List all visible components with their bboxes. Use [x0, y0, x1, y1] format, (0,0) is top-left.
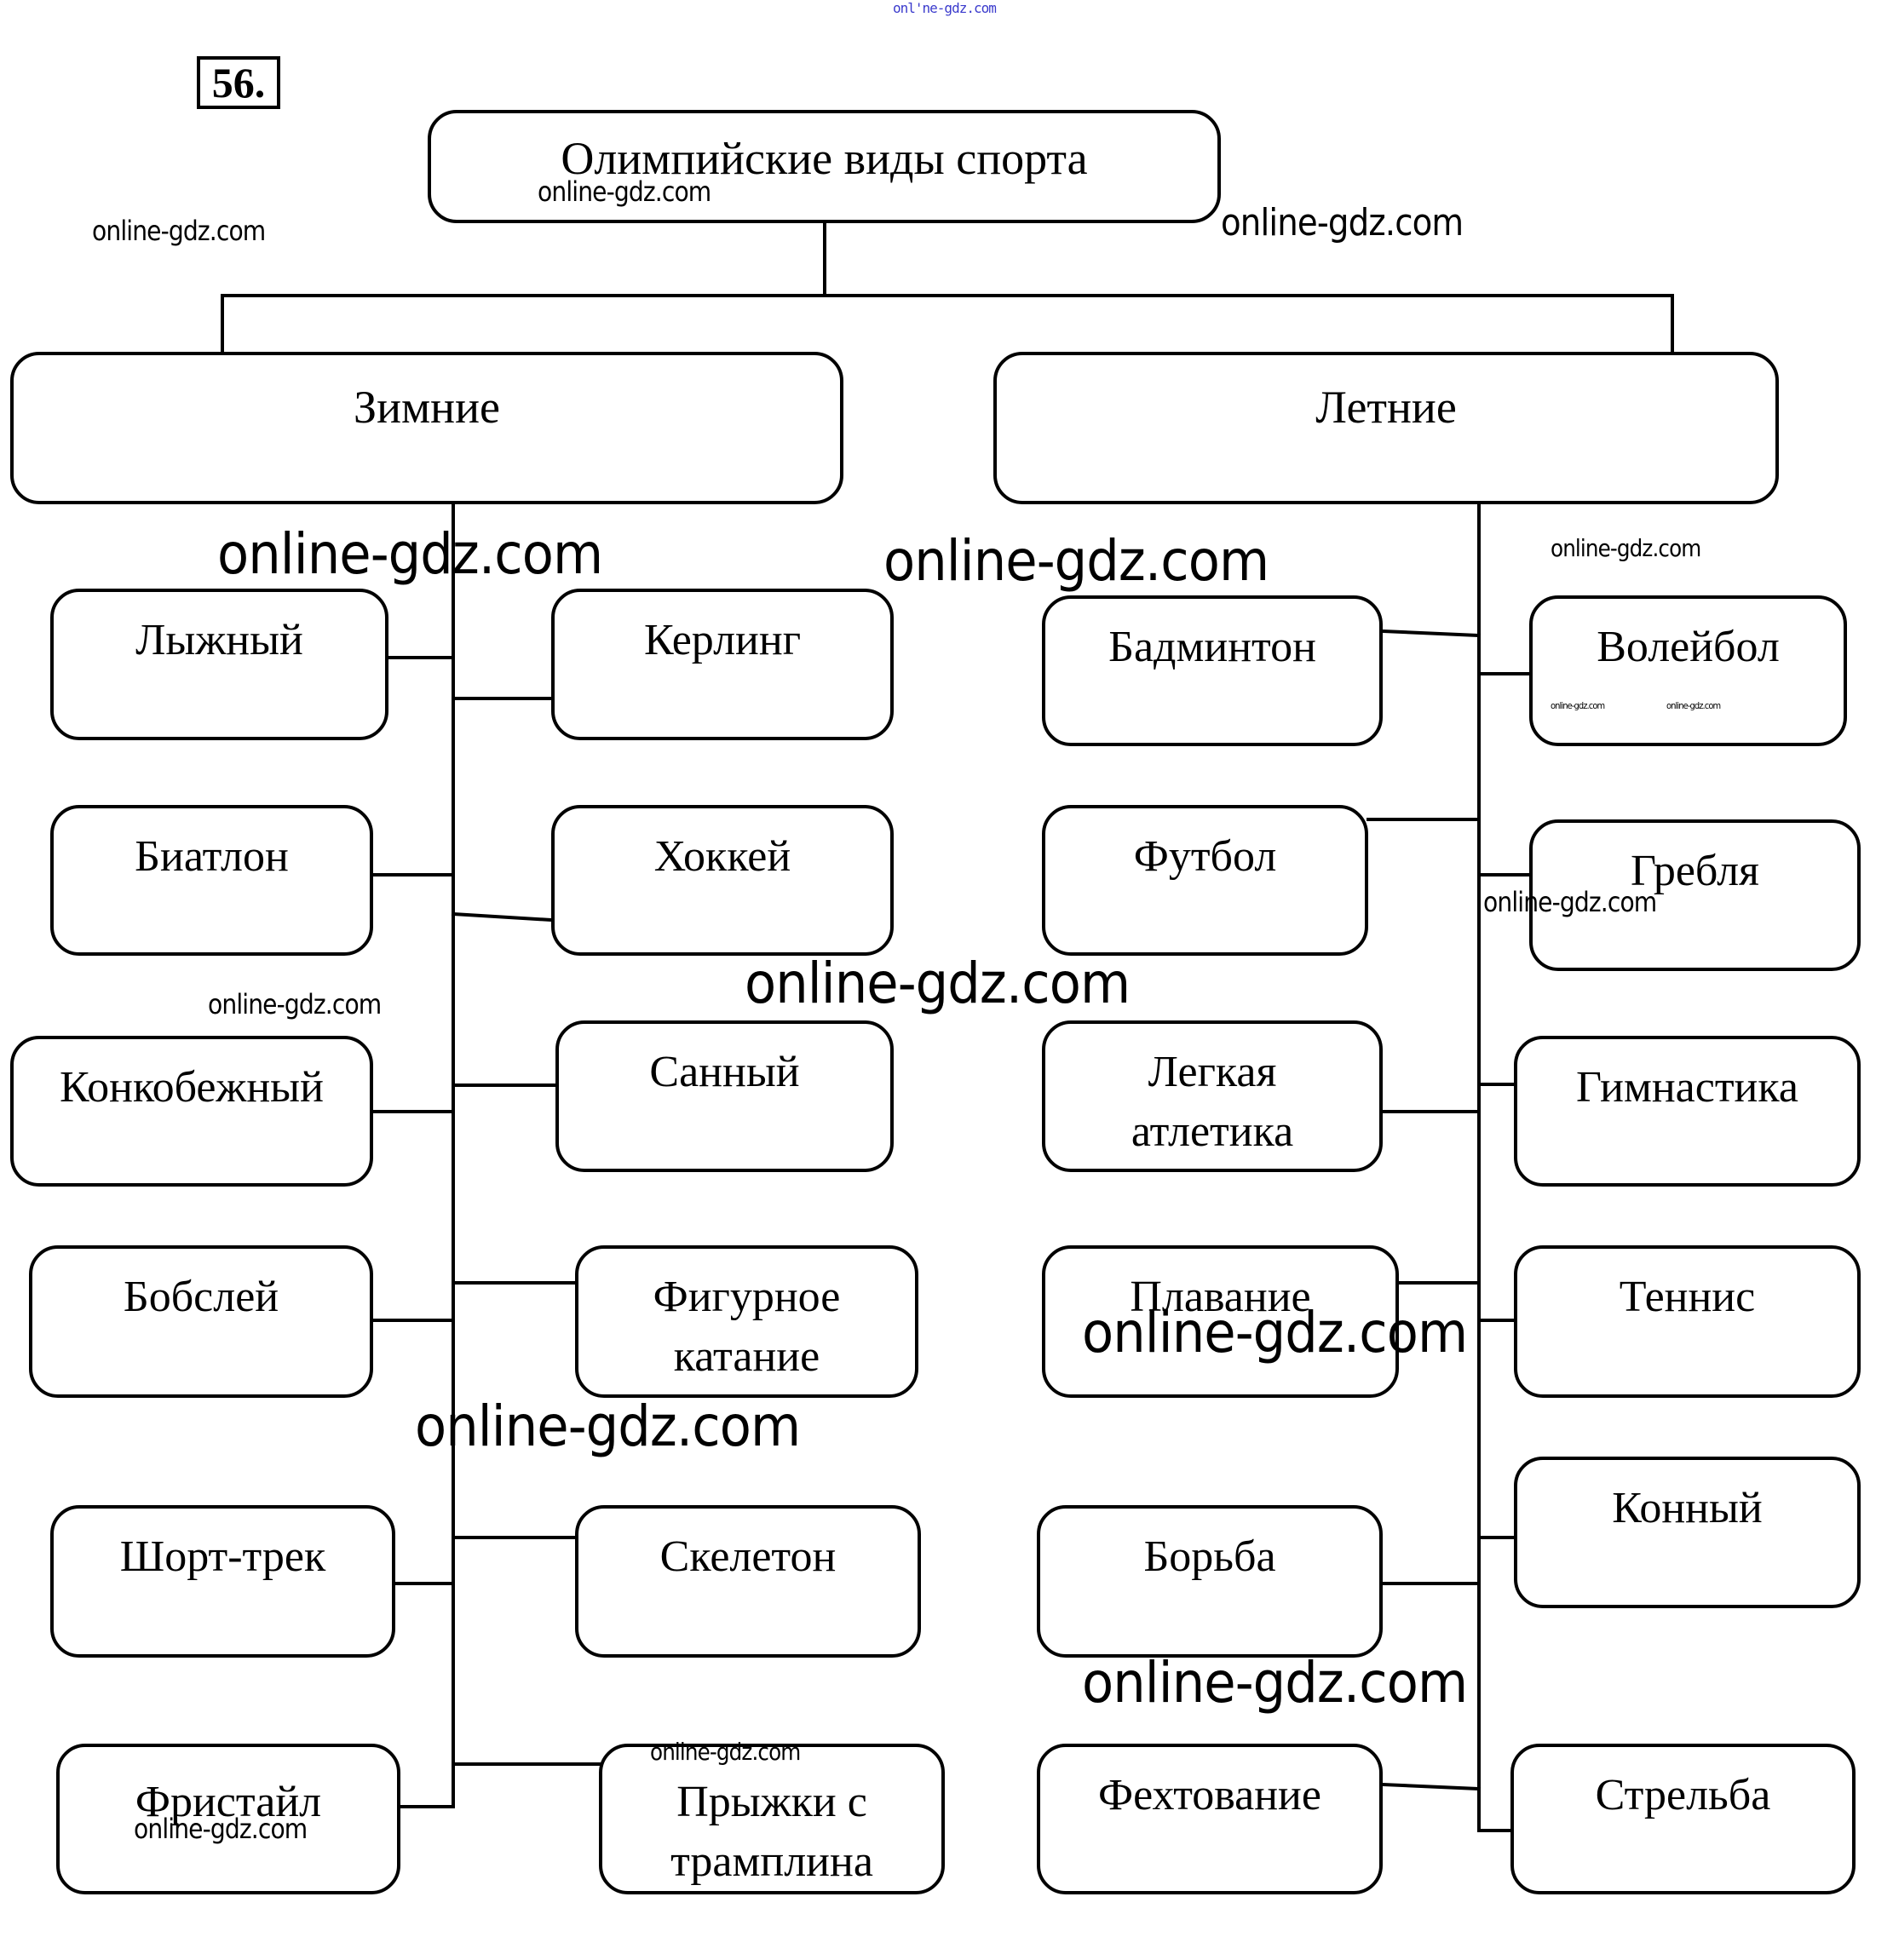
sport-node: Прыжки с трамплина	[599, 1744, 945, 1894]
sport-node: Биатлон	[50, 805, 373, 956]
sport-node: Фигурное катание	[575, 1245, 918, 1398]
sport-label: Легкая атлетика	[1131, 1048, 1294, 1156]
watermark-text: onl'ne-gdz.com	[893, 0, 997, 16]
watermark-text: online-gdz.com	[1483, 886, 1657, 918]
watermark-text: online-gdz.com	[92, 215, 266, 247]
watermark-text: online-gdz.com	[538, 175, 711, 208]
sport-node: Футбол	[1042, 805, 1368, 956]
watermark-text: online-gdz.com	[1551, 700, 1605, 711]
watermark-text: online-gdz.com	[1221, 201, 1464, 244]
sport-label: Прыжки с трамплина	[670, 1778, 873, 1886]
watermark-text: online-gdz.com	[1082, 1650, 1468, 1716]
sport-node: Борьба	[1037, 1505, 1383, 1658]
sport-label: Бадминтон	[1108, 623, 1316, 671]
connector-line	[1380, 1782, 1482, 1791]
watermark-text: online-gdz.com	[1551, 534, 1701, 562]
task-number: 56.	[197, 56, 280, 109]
sport-node: Волейбол	[1529, 595, 1847, 746]
watermark-text: online-gdz.com	[134, 1813, 308, 1845]
sport-label: Фигурное катание	[653, 1273, 841, 1381]
root-label: Олимпийские виды спорта	[561, 133, 1088, 184]
sport-label: Гребля	[1631, 847, 1759, 895]
sport-label: Скелетон	[659, 1532, 837, 1581]
sport-label: Бобслей	[123, 1273, 279, 1321]
sport-node: Конный	[1514, 1457, 1861, 1608]
sport-node: Теннис	[1514, 1245, 1861, 1398]
connector-line	[451, 911, 554, 923]
sport-label: Керлинг	[643, 616, 802, 664]
sport-label: Шорт-трек	[119, 1532, 326, 1581]
watermark-text: online-gdz.com	[1082, 1300, 1468, 1365]
watermark-text: online-gdz.com	[1666, 700, 1721, 711]
sport-label: Плавание	[1130, 1273, 1311, 1321]
sport-node: Керлинг	[551, 589, 894, 740]
category-summer: Летние	[993, 352, 1779, 504]
sport-node: Стрельба	[1510, 1744, 1856, 1894]
watermark-text: online-gdz.com	[208, 988, 382, 1020]
sport-node: Фехтование	[1037, 1744, 1383, 1894]
sport-label: Теннис	[1619, 1273, 1756, 1321]
sport-node: Гимнастика	[1514, 1036, 1861, 1187]
sport-label: Санный	[649, 1048, 800, 1096]
watermark-text: online-gdz.com	[217, 521, 603, 587]
sport-label: Лыжный	[135, 616, 303, 664]
watermark-text: online-gdz.com	[883, 528, 1269, 594]
sport-node: Гребля	[1529, 819, 1861, 971]
sport-node: Бадминтон	[1042, 595, 1383, 746]
sport-label: Футбол	[1133, 832, 1277, 881]
sport-node: Конкобежный	[10, 1036, 373, 1187]
watermark-text: online-gdz.com	[650, 1738, 801, 1766]
sport-node: Бобслей	[29, 1245, 373, 1398]
category-label: Зимние	[354, 382, 500, 433]
sport-node: Скелетон	[575, 1505, 921, 1658]
watermark-text: online-gdz.com	[415, 1394, 801, 1459]
sport-label: Стрельба	[1595, 1771, 1771, 1819]
sport-node: Хоккей	[551, 805, 894, 956]
sport-node: Шорт-трек	[50, 1505, 395, 1658]
sport-label: Фехтование	[1098, 1771, 1321, 1819]
sport-label: Конкобежный	[60, 1063, 324, 1112]
category-winter: Зимние	[10, 352, 843, 504]
watermark-text: online-gdz.com	[745, 951, 1131, 1016]
sport-node: Плавание	[1042, 1245, 1399, 1398]
sport-node: Лыжный	[50, 589, 388, 740]
sport-label: Гимнастика	[1576, 1063, 1798, 1112]
sport-label: Волейбол	[1597, 623, 1780, 671]
sport-label: Борьба	[1143, 1532, 1276, 1581]
root-node: Олимпийские виды спорта	[428, 110, 1221, 223]
sport-label: Биатлон	[135, 832, 289, 881]
sport-label: Конный	[1612, 1484, 1763, 1532]
category-label: Летние	[1315, 382, 1457, 433]
sport-label: Хоккей	[653, 832, 791, 881]
sport-node: Санный	[555, 1020, 894, 1172]
sport-label: Фристайл	[135, 1778, 322, 1826]
sport-node: Легкая атлетика	[1042, 1020, 1383, 1172]
connector-line	[1380, 629, 1482, 638]
sport-node: Фристайл	[56, 1744, 400, 1894]
